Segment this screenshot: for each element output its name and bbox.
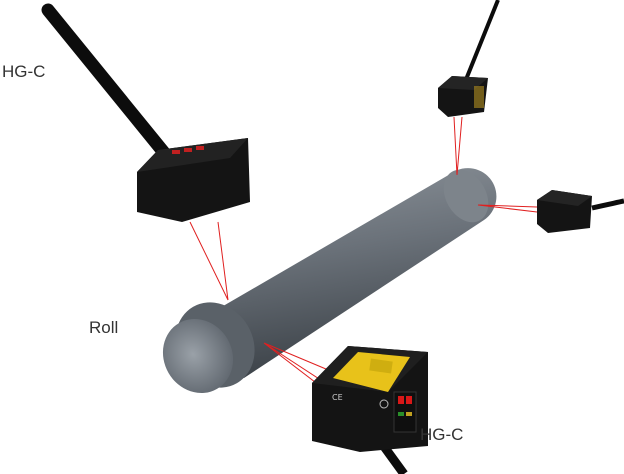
sensor-top-left: [137, 138, 250, 222]
cable-top-left: [41, 3, 177, 167]
sensor-bottom: CE: [312, 346, 428, 452]
roll-label: Roll: [89, 318, 119, 337]
cable-right: [591, 198, 624, 211]
svg-text:CE: CE: [332, 393, 343, 402]
cable-top-right: [463, 0, 500, 83]
sensor-label-top-left: HG-C: [2, 62, 46, 81]
roll: [162, 168, 497, 394]
sensor-label-bottom: HG-C: [420, 425, 464, 444]
sensor-top-right: [438, 76, 488, 117]
sensor-right: [537, 190, 592, 233]
